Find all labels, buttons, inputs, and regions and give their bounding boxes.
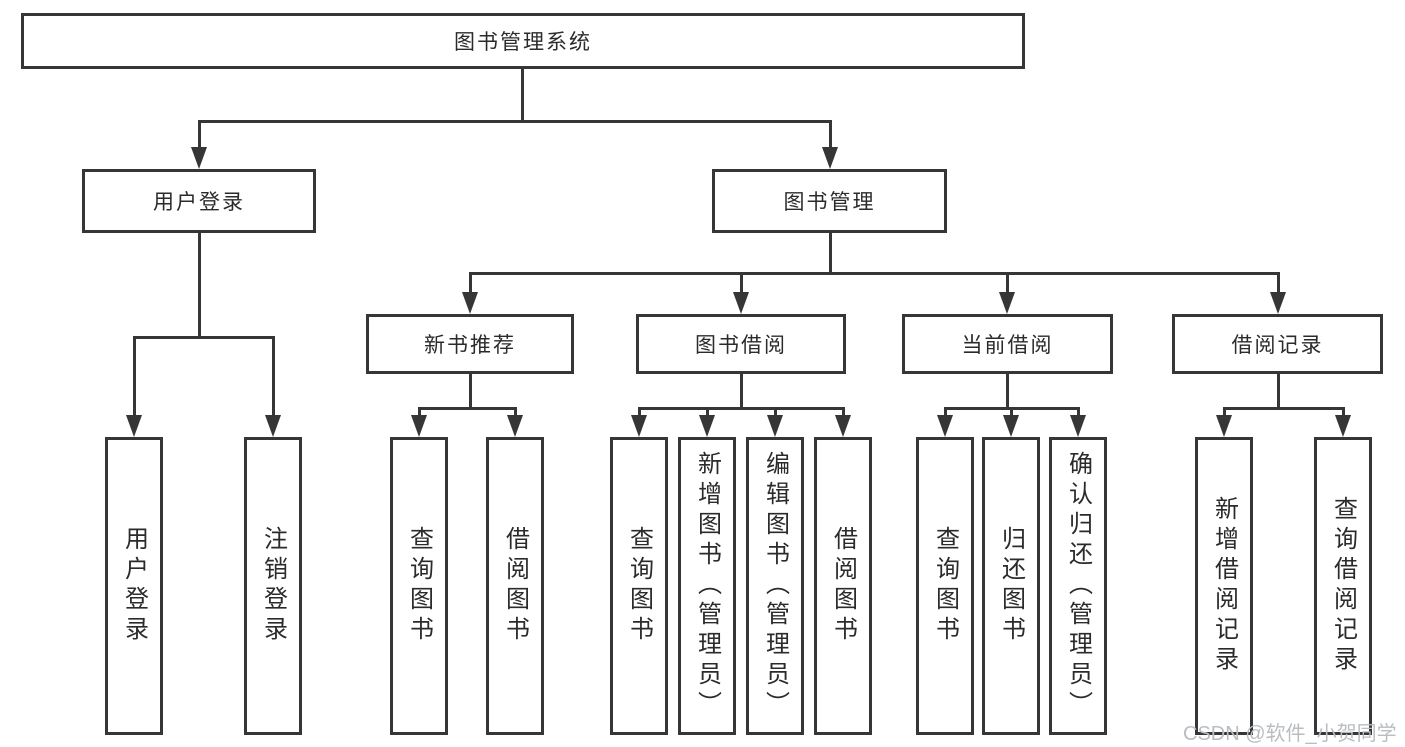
connector-segment [469, 272, 472, 296]
node-label: 用户登录 [120, 526, 148, 646]
node-leaf-query-books-1: 查询图书 [390, 437, 448, 735]
node-borrowing-records: 借阅记录 [1172, 314, 1383, 374]
node-label: 查询图书 [625, 526, 653, 646]
connector-segment [829, 120, 832, 151]
connector-segment [272, 336, 275, 419]
node-label: 借阅记录 [1231, 334, 1324, 357]
node-label: 新增图书（管理员） [693, 451, 721, 721]
arrow-down-icon [462, 292, 478, 314]
connector-segment [1006, 272, 1009, 296]
node-label: 查询图书 [405, 526, 433, 646]
arrow-down-icon [733, 292, 749, 314]
arrow-down-icon [265, 415, 281, 437]
arrow-down-icon [1216, 415, 1232, 437]
node-leaf-return-books: 归还图书 [982, 437, 1040, 735]
connector-segment [1010, 407, 1013, 419]
connector-segment [706, 407, 709, 419]
node-leaf-query-books-2: 查询图书 [610, 437, 668, 735]
arrow-down-icon [126, 415, 142, 437]
node-library-management-system: 图书管理系统 [21, 13, 1025, 69]
connector-segment [1223, 407, 1345, 410]
arrow-down-icon [507, 415, 523, 437]
node-leaf-query-borrow-record: 查询借阅记录 [1314, 437, 1372, 735]
node-label: 当前借阅 [961, 334, 1054, 357]
node-leaf-add-books-admin: 新增图书（管理员） [678, 437, 736, 735]
connector-segment [740, 272, 743, 296]
connector-segment [198, 120, 201, 151]
connector-segment [521, 69, 524, 122]
node-leaf-borrow-books-1: 借阅图书 [486, 437, 544, 735]
connector-segment [514, 407, 517, 419]
arrow-down-icon [191, 147, 207, 169]
node-label: 图书管理 [783, 191, 876, 214]
node-label: 确认归还（管理员） [1064, 451, 1092, 721]
node-label: 注销登录 [259, 526, 287, 646]
connector-segment [469, 374, 472, 410]
node-label: 借阅图书 [501, 526, 529, 646]
arrow-down-icon [937, 415, 953, 437]
node-label: 图书管理系统 [454, 31, 592, 54]
arrow-down-icon [699, 415, 715, 437]
node-label: 用户登录 [153, 191, 245, 214]
node-label: 新书推荐 [424, 334, 516, 357]
arrow-down-icon [1070, 415, 1086, 437]
node-label: 查询图书 [931, 526, 959, 646]
connector-segment [133, 336, 275, 339]
connector-segment [198, 120, 831, 123]
connector-segment [944, 407, 947, 419]
connector-segment [842, 407, 845, 419]
arrow-down-icon [999, 292, 1015, 314]
connector-segment [638, 407, 641, 419]
arrow-down-icon [1003, 415, 1019, 437]
node-new-book-recommendation: 新书推荐 [366, 314, 574, 374]
node-label: 图书借阅 [695, 334, 787, 357]
arrow-down-icon [631, 415, 647, 437]
csdn-watermark: CSDN @软件_小贺同学 [1183, 723, 1397, 745]
connector-segment [1077, 407, 1080, 419]
node-label: 编辑图书（管理员） [761, 451, 789, 721]
connector-segment [198, 233, 201, 339]
node-label: 归还图书 [997, 526, 1025, 646]
connector-segment [1006, 374, 1009, 410]
connector-segment [774, 407, 777, 419]
arrow-down-icon [1335, 415, 1351, 437]
arrow-down-icon [1270, 292, 1286, 314]
connector-segment [1277, 374, 1280, 410]
arrow-down-icon [835, 415, 851, 437]
node-leaf-edit-books-admin: 编辑图书（管理员） [746, 437, 804, 735]
node-label: 借阅图书 [829, 526, 857, 646]
node-book-management: 图书管理 [712, 169, 947, 233]
node-label: 查询借阅记录 [1329, 496, 1357, 676]
node-leaf-logout: 注销登录 [244, 437, 302, 735]
arrow-down-icon [411, 415, 427, 437]
connector-segment [418, 407, 421, 419]
node-book-borrowing: 图书借阅 [636, 314, 846, 374]
node-leaf-user-login: 用户登录 [105, 437, 163, 735]
connector-segment [1277, 272, 1280, 296]
node-leaf-confirm-return-admin: 确认归还（管理员） [1049, 437, 1107, 735]
connector-segment [1342, 407, 1345, 419]
connector-segment [829, 233, 832, 275]
node-leaf-query-books-3: 查询图书 [916, 437, 974, 735]
node-label: 新增借阅记录 [1210, 496, 1238, 676]
connector-segment [638, 407, 845, 410]
node-user-login: 用户登录 [82, 169, 316, 233]
connector-segment [469, 272, 1280, 275]
node-current-borrowing: 当前借阅 [902, 314, 1113, 374]
arrow-down-icon [767, 415, 783, 437]
node-leaf-borrow-books-2: 借阅图书 [814, 437, 872, 735]
connector-segment [133, 336, 136, 419]
node-leaf-add-borrow-record: 新增借阅记录 [1195, 437, 1253, 735]
connector-segment [1223, 407, 1226, 419]
connector-segment [418, 407, 517, 410]
arrow-down-icon [822, 147, 838, 169]
connector-segment [740, 374, 743, 410]
